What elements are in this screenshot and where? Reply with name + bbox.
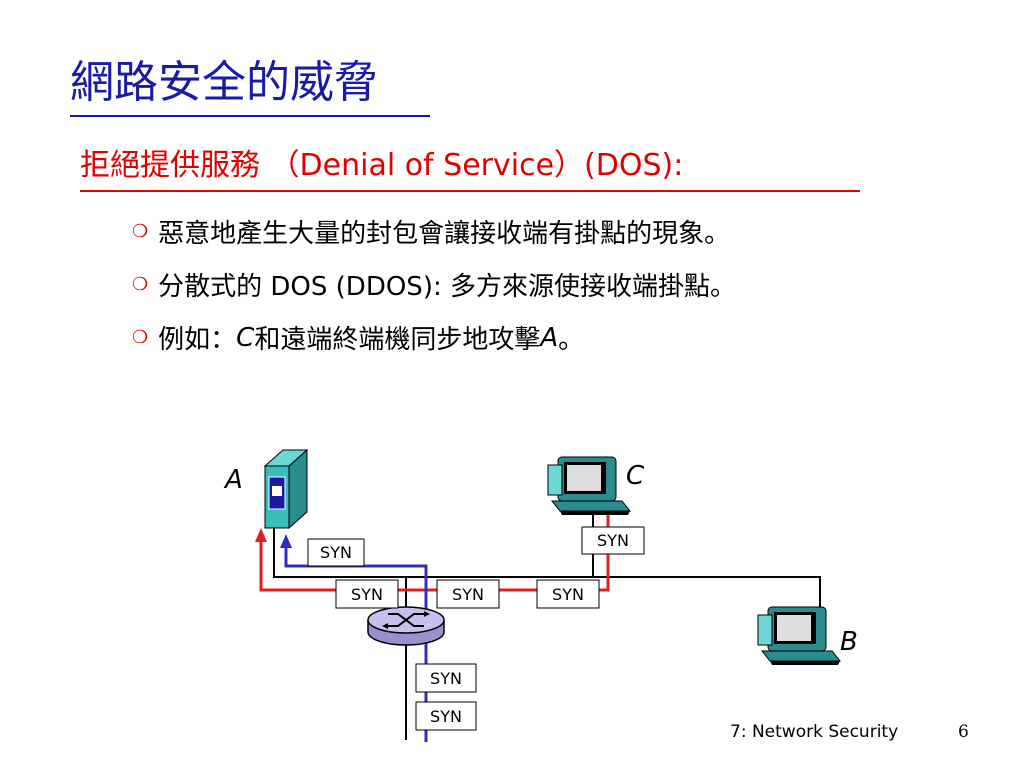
- bullet-item: ❍ 例如： C 和遠端終端機同步地攻擊 A。: [132, 311, 736, 364]
- syn-packet: [436, 579, 500, 609]
- circle-outline-bullet-icon: ❍: [132, 221, 149, 242]
- node-label-b: B: [840, 627, 858, 657]
- syn-packet: [415, 701, 477, 731]
- syn-packet: [307, 538, 365, 567]
- syn-packet-label: SYN: [351, 585, 383, 604]
- lan-cable: [273, 528, 821, 625]
- slide-title: 網路安全的威脅: [70, 57, 378, 108]
- syn-packet-label: SYN: [597, 531, 629, 550]
- bullet-text: C: [236, 322, 255, 353]
- bullet-text: 。: [558, 325, 585, 355]
- heading-underline: [80, 190, 860, 192]
- syn-packet-label: SYN: [320, 543, 352, 562]
- circle-outline-bullet-icon: ❍: [132, 274, 149, 295]
- syn-packet: [581, 526, 645, 555]
- computer-icon: [757, 606, 842, 665]
- syn-packet: [415, 663, 477, 693]
- section-heading: 拒絕提供服務 （Denial of Service）(DOS):: [80, 148, 684, 183]
- footer-course-label: 7: Network Security: [730, 722, 899, 742]
- remote-arrowhead-blue: [280, 534, 292, 548]
- server-icon: [263, 448, 309, 530]
- circle-outline-bullet-icon: ❍: [132, 327, 149, 348]
- bullet-text: 惡意地產生大量的封包會讓接收端有掛點的現象。: [158, 219, 731, 249]
- page-number: 6: [958, 722, 969, 742]
- bullet-text: 和遠端終端機同步地攻擊: [254, 325, 541, 355]
- syn-packet-label: SYN: [552, 585, 584, 604]
- syn-packet-label: SYN: [452, 585, 484, 604]
- syn-packet: [335, 579, 399, 609]
- title-underline: [70, 115, 430, 117]
- node-label-a: A: [223, 465, 243, 495]
- syn-packet-label: SYN: [430, 707, 462, 726]
- syn-packet-label: SYN: [430, 669, 462, 688]
- bullet-text: 例如：: [158, 325, 237, 355]
- attack-arrowhead-red: [255, 528, 267, 542]
- bullet-text: A: [540, 322, 559, 353]
- bullet-text: 分散式的 DOS (DDOS): 多方來源使接收端掛點。: [158, 272, 736, 302]
- bullet-list: ❍ 惡意地產生大量的封包會讓接收端有掛點的現象。 ❍ 分散式的 DOS (DDOS):…: [132, 205, 736, 364]
- bullet-item: ❍ 惡意地產生大量的封包會讓接收端有掛點的現象。: [132, 205, 736, 258]
- node-label-c: C: [626, 461, 645, 491]
- router-icon: [367, 606, 445, 646]
- bullet-item: ❍ 分散式的 DOS (DDOS): 多方來源使接收端掛點。: [132, 258, 736, 311]
- syn-packet: [536, 579, 600, 609]
- computer-icon: [547, 456, 632, 515]
